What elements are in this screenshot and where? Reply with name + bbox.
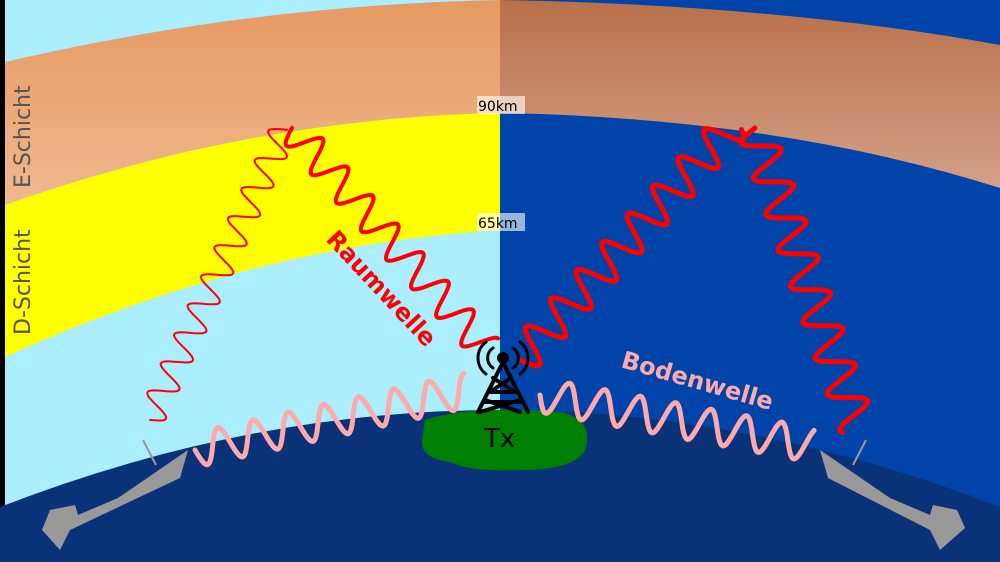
sky-wave-outgoing-left — [283, 126, 500, 349]
ground-wave-left — [192, 371, 467, 468]
d-layer-label: D-Schicht — [11, 229, 36, 335]
ship-right — [820, 439, 965, 550]
sky-wave-outgoing-right — [517, 126, 747, 369]
day-side — [5, 0, 500, 562]
left-border — [0, 0, 5, 562]
sky-wave-reflected-right — [738, 125, 871, 435]
waves — [146, 125, 871, 468]
e-layer-night — [500, 0, 1000, 188]
land — [421, 409, 588, 471]
earth — [0, 410, 1000, 562]
d-layer — [5, 113, 500, 357]
height-65km: 65km — [478, 216, 518, 232]
height-90km: 90km — [478, 99, 518, 115]
sky-wave-reflected-left — [146, 127, 289, 422]
ship-left — [42, 439, 188, 550]
transmitter-label: Tx — [483, 424, 515, 454]
ground-wave-right — [537, 380, 817, 462]
e-layer-label: E-Schicht — [11, 85, 36, 188]
e-layer-day — [5, 0, 500, 205]
antenna-tower-icon — [476, 340, 530, 414]
